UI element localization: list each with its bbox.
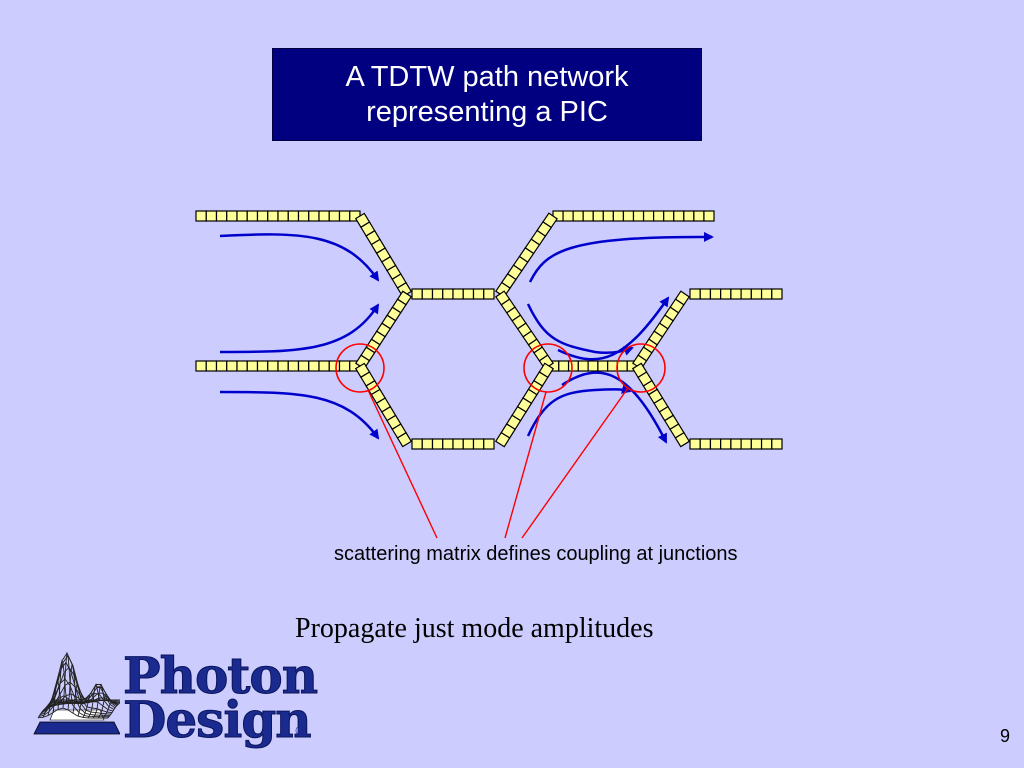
waveguide-middle-left <box>195 360 361 372</box>
registered-mark: ® <box>294 724 306 738</box>
flow-arrow-icon <box>219 390 380 440</box>
waveguide-network <box>195 210 783 450</box>
mesh-surface-logo-icon <box>33 651 120 735</box>
flow-arrow-icon <box>526 303 634 356</box>
waveguide-hex-top <box>411 288 495 300</box>
junction-circle-icon <box>335 343 385 393</box>
logo-text-design: Design <box>123 690 313 750</box>
flow-arrow-icon <box>219 233 380 282</box>
slide-subtitle: Propagate just mode amplitudes <box>295 613 654 644</box>
waveguide-center <box>548 360 638 372</box>
junction-circle-icon <box>616 343 666 393</box>
waveguide-diag-4 <box>495 212 558 298</box>
pointer-line <box>504 391 547 539</box>
title-box: A TDTW path network representing a PIC <box>272 48 702 141</box>
junction-caption: scattering matrix defines coupling at ju… <box>334 543 738 565</box>
waveguide-right-lower <box>689 438 783 450</box>
waveguide-hex-bottom <box>411 438 495 450</box>
page-number: 9 <box>1000 726 1011 746</box>
waveguide-diag-6 <box>494 362 555 448</box>
flow-arrow-icon <box>557 296 670 361</box>
waveguide-top-left <box>195 210 361 222</box>
title-line-1: A TDTW path network <box>345 60 629 93</box>
pointer-line <box>521 387 629 539</box>
waveguide-right-upper <box>689 288 783 300</box>
waveguide-diag-2 <box>354 290 413 370</box>
flow-arrow-icon <box>561 371 668 444</box>
pointer-line <box>367 389 438 539</box>
logo-text-photon: Photon <box>122 646 318 706</box>
waveguide-diag-1 <box>354 212 413 298</box>
flow-arrow-icon <box>526 384 632 437</box>
flow-arrow-icon <box>528 231 714 283</box>
flow-arrow-icon <box>219 303 380 354</box>
junction-circle-icon <box>523 343 573 393</box>
waveguide-top-right <box>552 210 715 222</box>
flow-arrows <box>219 231 714 444</box>
waveguide-diag-8 <box>631 362 691 448</box>
waveguide-diag-7 <box>632 290 690 370</box>
pointer-lines <box>367 387 629 539</box>
junction-markers <box>335 343 666 393</box>
title-line-2: representing a PIC <box>366 95 608 128</box>
